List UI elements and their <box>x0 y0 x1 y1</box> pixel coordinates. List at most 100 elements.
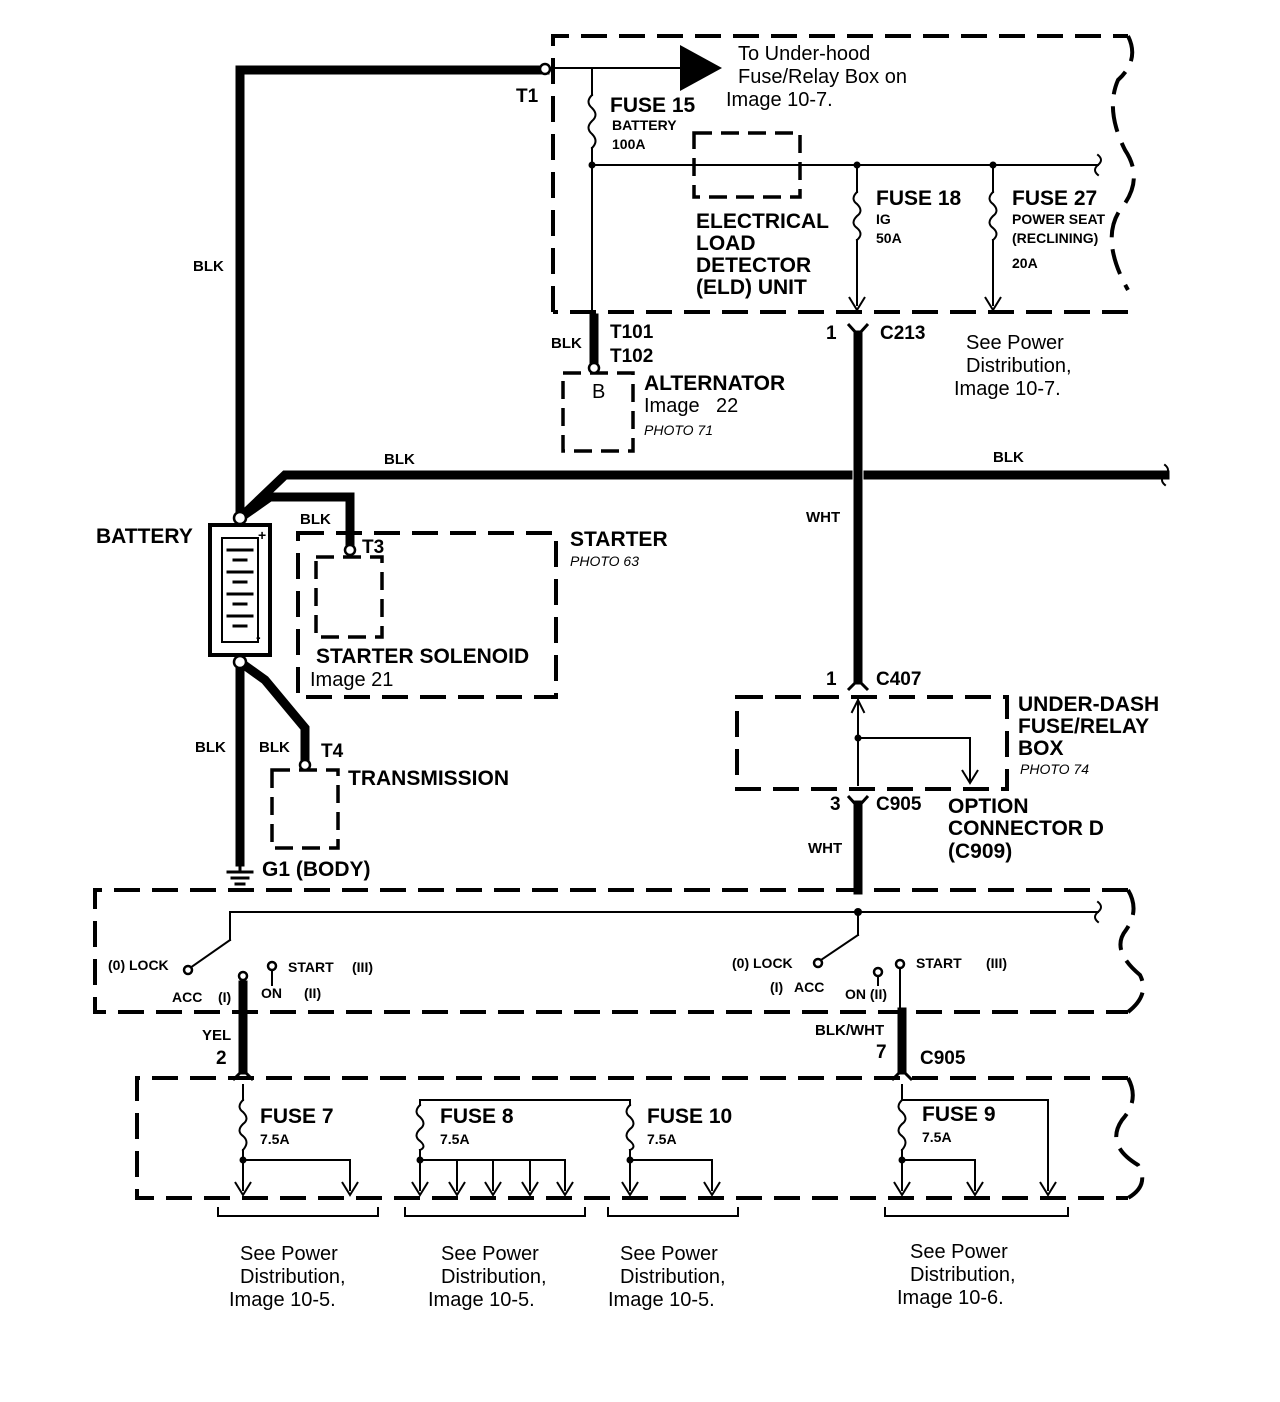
fuse18-rating: 50A <box>876 230 902 246</box>
see-power-4-line3: Image 10-6. <box>897 1287 1004 1309</box>
arrow-icon <box>848 296 866 312</box>
t3-terminal <box>343 543 357 557</box>
see-power-3-line1: See Power <box>620 1243 718 1265</box>
wht-label-upper: WHT <box>806 509 840 526</box>
fuse9-icon <box>897 1098 907 1152</box>
alternator-box <box>561 371 635 453</box>
arrow-icon <box>484 1181 502 1197</box>
arrow-icon <box>893 1181 911 1197</box>
underdash-line2: FUSE/RELAY <box>1018 715 1149 738</box>
blkwht-pin: 7 <box>876 1042 887 1063</box>
alternator-image: Image <box>644 395 700 417</box>
switch-contact <box>812 957 824 969</box>
junction-dot <box>588 161 596 169</box>
fuse8-name: FUSE 8 <box>440 1105 514 1128</box>
output-arrows <box>234 296 1057 1197</box>
ignition-switch-box <box>93 888 1145 1014</box>
see-power-4-line1: See Power <box>910 1241 1008 1263</box>
fuse15-name: FUSE 15 <box>610 94 696 117</box>
junction-dot <box>898 1156 906 1164</box>
c213-name: C213 <box>880 323 925 344</box>
blk-label-ground: BLK <box>195 739 226 756</box>
fuse18-icon <box>852 190 862 242</box>
switch-contact <box>266 960 278 972</box>
c213-connector-icon <box>846 322 870 338</box>
underdash-line3: BOX <box>1018 737 1064 760</box>
yel-pin: 2 <box>216 1048 227 1069</box>
arrow-letter: A <box>686 60 699 80</box>
left-switch-lever <box>188 938 232 970</box>
fuse10-name: FUSE 10 <box>647 1105 732 1128</box>
junction-dot <box>854 908 862 916</box>
c407-connector-icon <box>846 677 870 692</box>
c213-pin: 1 <box>826 323 837 344</box>
fuse9-name: FUSE 9 <box>922 1103 996 1126</box>
switch-contact <box>182 964 194 976</box>
eld-line3: DETECTOR <box>696 254 811 277</box>
junction-dot <box>989 161 997 169</box>
fuse10-wiring <box>629 1149 713 1191</box>
fuse9-wiring <box>901 1084 1049 1191</box>
blk-bus-wire <box>233 470 1170 525</box>
fuse18-desc: IG <box>876 211 891 227</box>
arrow-icon <box>448 1181 466 1197</box>
right-acc-label: ACC <box>794 979 824 995</box>
c407-arrow-icon <box>850 697 866 714</box>
see-power-1-line2: Distribution, <box>240 1266 346 1288</box>
t4-label: T4 <box>321 741 344 762</box>
see-power-3-line2: Distribution, <box>620 1266 726 1288</box>
wire-break-icon <box>1094 153 1169 924</box>
brace-2 <box>404 1207 586 1217</box>
arrow-icon <box>234 1181 252 1197</box>
battery-icon: + - <box>208 523 272 657</box>
c407-pin: 1 <box>826 669 837 690</box>
fuse7-name: FUSE 7 <box>260 1105 334 1128</box>
c905-bottom-connector-icon <box>231 1067 255 1082</box>
alternator-image-num: 22 <box>716 395 738 417</box>
fuse10-rating: 7.5A <box>647 1131 677 1147</box>
transmission-box <box>270 768 340 850</box>
switch-bus <box>229 911 1099 941</box>
fuse9-rating: 7.5A <box>922 1129 952 1145</box>
arrow-icon <box>411 1181 429 1197</box>
svg-text:+: + <box>258 527 266 543</box>
yel-label: YEL <box>202 1027 231 1044</box>
ground-label: G1 (BODY) <box>262 858 371 881</box>
fuse27-icon <box>988 190 998 242</box>
right-lock-label: (0) LOCK <box>732 955 793 971</box>
fuse8-icon <box>415 1103 425 1152</box>
underdash-internal <box>857 699 971 786</box>
transmission-name: TRANSMISSION <box>348 767 509 790</box>
blkwht-label: BLK/WHT <box>815 1022 884 1039</box>
junction-dot <box>853 161 861 169</box>
blk-label-starter: BLK <box>300 511 331 528</box>
see-power-1-line3: Image 10-5. <box>229 1289 336 1311</box>
eld-line4: (ELD) UNIT <box>696 276 807 299</box>
fuse27-desc1: POWER SEAT <box>1012 211 1106 227</box>
arrow-icon <box>341 1181 359 1197</box>
eld-line2: LOAD <box>696 232 756 255</box>
right-acc-num: (I) <box>770 979 783 995</box>
c407-name: C407 <box>876 669 921 690</box>
underdash-fuse-box-bottom <box>135 1076 1145 1200</box>
see-power-top-line1: See Power <box>966 332 1064 354</box>
right-switch-lever <box>816 933 860 964</box>
switch-contact <box>894 958 906 970</box>
left-start-num: (III) <box>352 959 373 975</box>
left-acc-label: ACC <box>172 989 202 1005</box>
junction-dot <box>239 1156 247 1164</box>
arrow-icon <box>966 1181 984 1197</box>
alternator-name: ALTERNATOR <box>644 372 785 395</box>
arrow-icon <box>521 1181 539 1197</box>
arrow-icon <box>621 1181 639 1197</box>
battery-positive-terminal <box>232 510 248 526</box>
underhood-note-line1: To Under-hood <box>738 43 870 65</box>
starter-solenoid-box <box>314 555 384 639</box>
wht-label-lower: WHT <box>808 840 842 857</box>
see-power-top-line2: Distribution, <box>966 355 1072 377</box>
junction-dot <box>416 1156 424 1164</box>
fuse7-icon <box>238 1098 248 1152</box>
left-start-label: START <box>288 959 334 975</box>
underdash-line1: UNDER-DASH <box>1018 693 1159 716</box>
